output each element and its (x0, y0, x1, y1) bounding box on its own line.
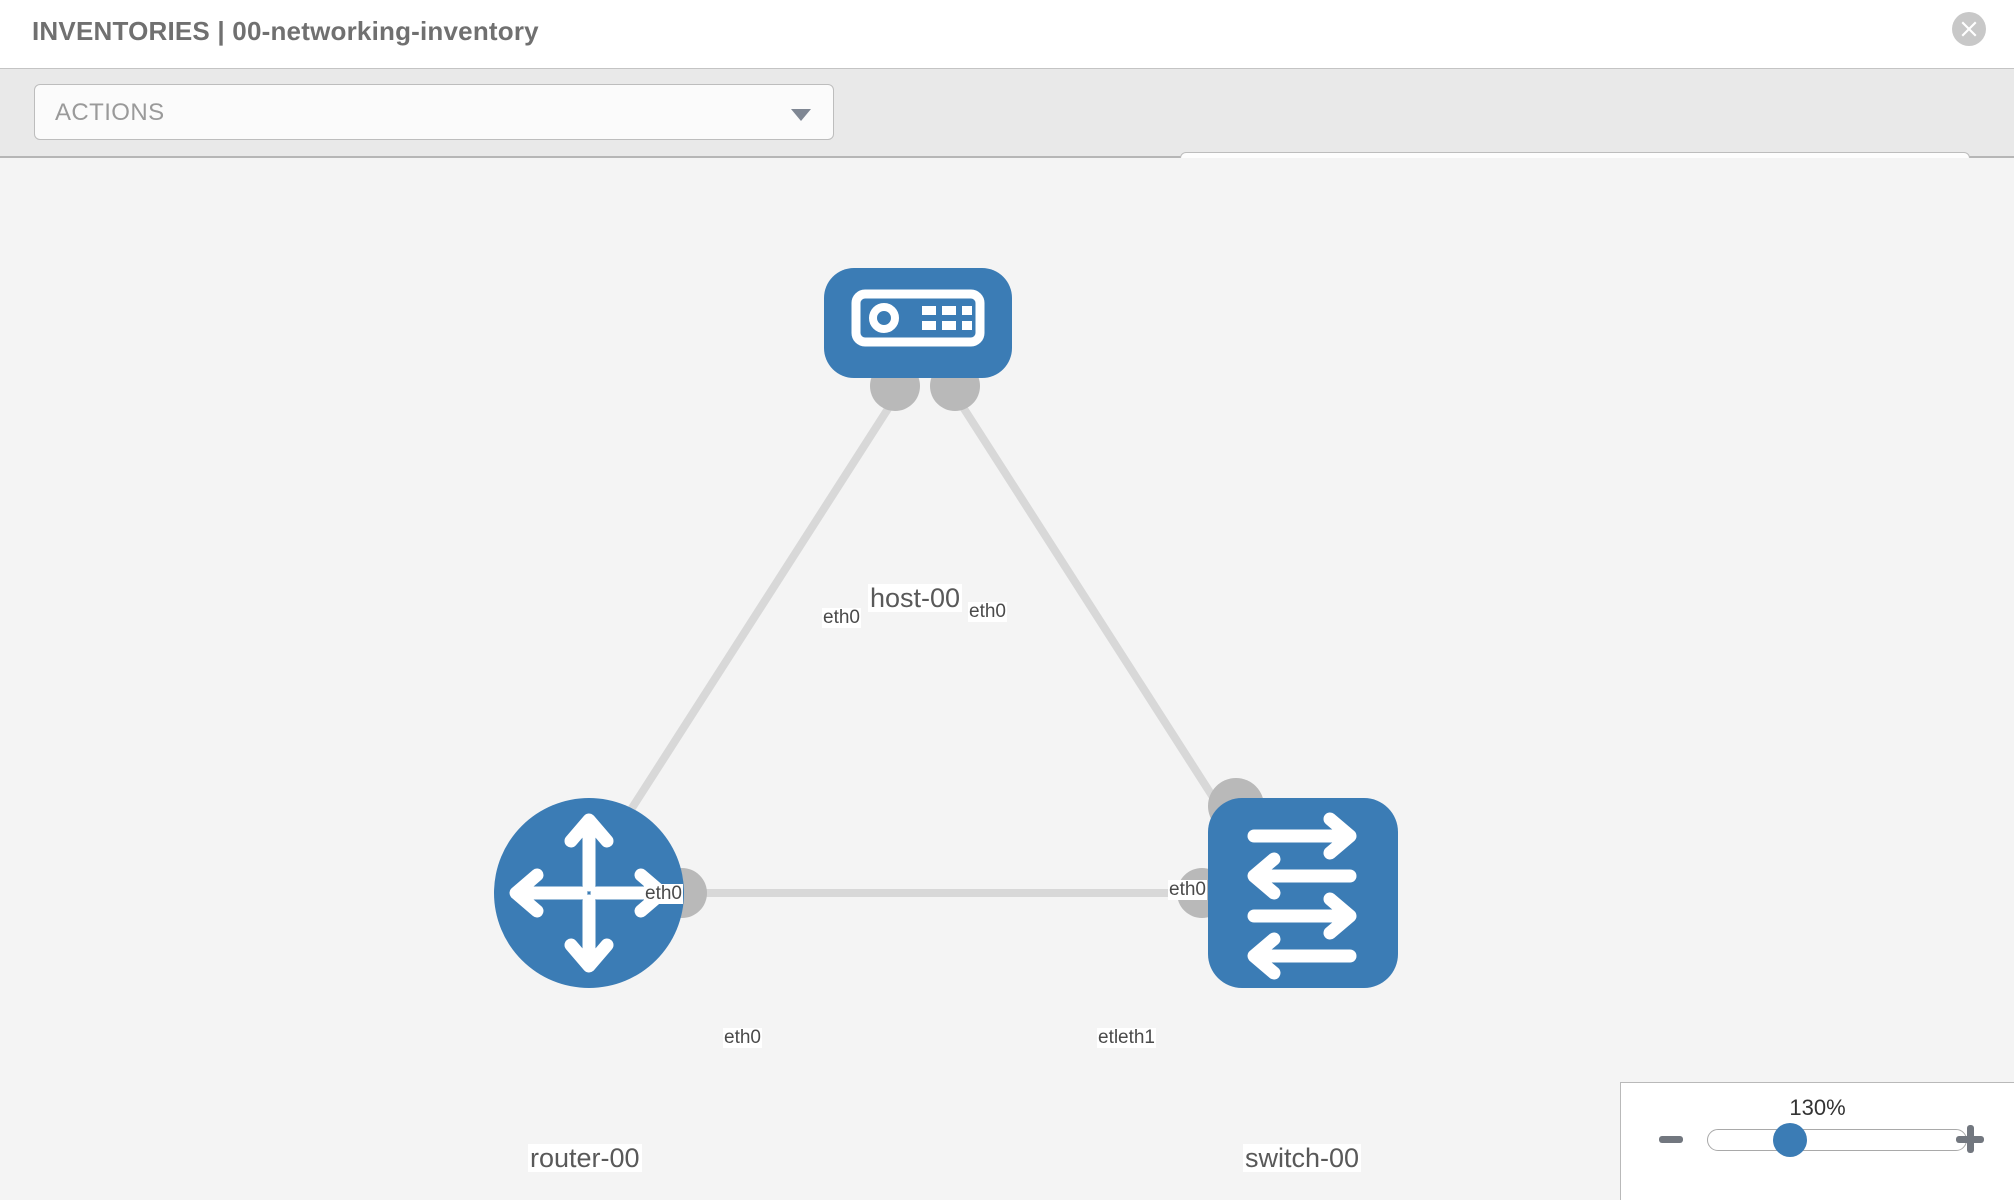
close-glyph (1961, 21, 1977, 37)
plus-icon[interactable] (1956, 1125, 1984, 1153)
zoom-level-label: 130% (1789, 1095, 1846, 1120)
server-icon (851, 289, 985, 347)
topology-canvas[interactable]: host-00 router-00 switch-00 eth0 eth0 et… (0, 158, 2014, 1200)
link-host00-router00[interactable] (596, 387, 904, 861)
switch-arrows-icon (1247, 812, 1357, 980)
iface-label-switch00-uplink: eth0 (1168, 879, 1207, 900)
iface-label-host00-left: eth0 (822, 607, 861, 628)
zoom-slider-thumb[interactable] (1773, 1123, 1807, 1157)
minus-icon[interactable] (1659, 1136, 1683, 1143)
iface-label-switch00-eth1: eth1 (1117, 1027, 1156, 1048)
iface-label-host00-right: eth0 (968, 601, 1007, 622)
close-icon[interactable] (1952, 12, 1986, 46)
switch-00-shape[interactable] (1208, 798, 1398, 988)
zoom-slider-track[interactable] (1707, 1129, 1967, 1151)
topology-graph (494, 268, 1398, 988)
router-00-shape[interactable] (494, 798, 684, 988)
actions-dropdown-label: ACTIONS (55, 99, 165, 126)
toolbar: ACTIONS SEARCH (0, 68, 2014, 208)
actions-dropdown[interactable]: ACTIONS (34, 84, 834, 140)
node-host-00[interactable] (824, 268, 1012, 378)
chevron-down-icon (791, 109, 811, 121)
link-group (596, 387, 1256, 897)
page-title: INVENTORIES | 00-networking-inventory (32, 16, 539, 46)
node-router-00[interactable] (494, 798, 684, 988)
node-label-switch-00: switch-00 (1243, 1143, 1362, 1173)
port-group (657, 361, 1264, 918)
node-switch-00[interactable] (1208, 798, 1398, 988)
page-header: INVENTORIES | 00-networking-inventory (0, 0, 2014, 68)
link-host00-switch00[interactable] (948, 387, 1256, 861)
node-label-router-00: router-00 (528, 1143, 642, 1173)
iface-label-router00-uplink: eth0 (644, 883, 683, 904)
node-label-host-00: host-00 (868, 583, 963, 613)
iface-label-router00-eth0: eth0 (723, 1027, 762, 1048)
zoom-control-panel: 130% (1620, 1082, 2014, 1200)
